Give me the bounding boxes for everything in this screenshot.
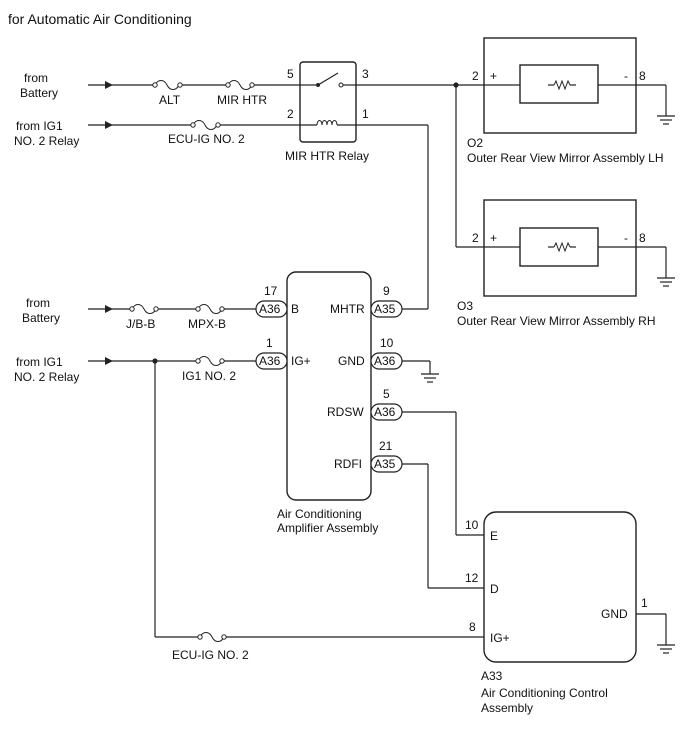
svg-text:from: from: [26, 296, 50, 310]
mirror-lh-pin-minus: 8: [639, 69, 646, 83]
ctrl-name-line1: Air Conditioning Control: [481, 686, 608, 700]
mirror-rh: + - 2 8 O3 Outer Rear View Mirror Assemb…: [457, 199, 656, 328]
amp-pin-rdsw: 5: [383, 387, 390, 401]
amp-conn-b: A36: [259, 302, 281, 316]
mirror-lh-pin-plus: 2: [472, 69, 479, 83]
fuse-jb-b-label: J/B-B: [126, 317, 155, 331]
svg-text:+: +: [490, 231, 497, 245]
svg-text:Battery: Battery: [20, 86, 58, 100]
wire-relay-coil-to-mhtr: [356, 124, 429, 310]
ctrl-pin-d: 12: [465, 571, 479, 585]
source-ig1-mid: from IG1 NO. 2 Relay: [14, 355, 79, 384]
fuse-alt: ALT: [152, 80, 183, 107]
amp-conn-ig: A36: [259, 354, 281, 368]
svg-text:from IG1: from IG1: [16, 355, 63, 369]
svg-text:-: -: [624, 69, 628, 83]
amp-label-b: B: [291, 302, 299, 316]
wire-rdsw-to-e: [402, 411, 484, 536]
mirror-rh-name: Outer Rear View Mirror Assembly RH: [457, 314, 656, 328]
wire-relay-to-mirrors: [356, 82, 484, 248]
fuse-ecu-ig-bottom: ECU-IG NO. 2: [172, 632, 249, 662]
source-ig1-top: from IG1 NO. 2 Relay: [14, 119, 79, 148]
svg-text:NO. 2 Relay: NO. 2 Relay: [14, 370, 79, 384]
ctrl-label-ig: IG+: [490, 631, 510, 645]
relay-pin-2: 2: [287, 107, 294, 121]
ctrl-label-e: E: [490, 529, 498, 543]
amp-label-rdfi: RDFI: [334, 457, 362, 471]
ctrl-code: A33: [481, 669, 503, 683]
ctrl-label-d: D: [490, 582, 499, 596]
source-battery-top: from Battery: [20, 71, 58, 100]
diagram-title: for Automatic Air Conditioning: [8, 11, 192, 27]
fuse-mir-htr: MIR HTR: [217, 80, 267, 107]
fuse-ig1-no2: IG1 NO. 2: [182, 356, 236, 383]
source-battery-mid: from Battery: [22, 296, 60, 325]
amp-name-line2: Amplifier Assembly: [277, 521, 378, 535]
fuse-ecu-ig-top: ECU-IG NO. 2: [168, 120, 245, 146]
amp-label-mhtr: MHTR: [330, 302, 365, 316]
mirror-rh-pin-plus: 2: [472, 231, 479, 245]
wire-battery-to-relay: [88, 81, 300, 89]
ctrl-pin-gnd: 1: [641, 596, 648, 610]
amp-conn-gnd: A36: [374, 354, 396, 368]
amp-conn-rdfi: A35: [374, 457, 396, 471]
wire-ig1-to-control-ig: [154, 361, 484, 638]
wire-ig1-to-relay: [88, 121, 300, 129]
fuse-jb-b: J/B-B: [126, 304, 159, 331]
amp-name-line1: Air Conditioning: [277, 507, 362, 521]
mir-htr-relay: 5 3 2 1 MIR HTR Relay: [285, 61, 369, 163]
ac-amplifier-assembly: 17 A36 B 1 A36 IG+ 9 A35 MHTR 10 A36 GND…: [255, 271, 403, 535]
fuse-alt-label: ALT: [159, 93, 181, 107]
amp-conn-mhtr: A35: [374, 302, 396, 316]
mirror-rh-code: O3: [457, 299, 473, 313]
svg-text:NO. 2 Relay: NO. 2 Relay: [14, 134, 79, 148]
mirror-lh-code: O2: [467, 136, 483, 150]
ground-mirror-rh: [636, 246, 675, 287]
wire-ig1-to-amp-ig: [88, 357, 256, 365]
ground-amp: [402, 360, 439, 383]
fuse-ig1-no2-label: IG1 NO. 2: [182, 369, 236, 383]
amp-pin-rdfi: 21: [379, 439, 393, 453]
fuse-mpx-b: MPX-B: [188, 304, 226, 331]
relay-label: MIR HTR Relay: [285, 149, 369, 163]
ground-mirror-lh: [636, 84, 675, 125]
mirror-lh-name: Outer Rear View Mirror Assembly LH: [467, 151, 664, 165]
fuse-mpx-b-label: MPX-B: [188, 317, 226, 331]
amp-pin-ig: 1: [266, 336, 273, 350]
mirror-lh: + - 2 8 O2 Outer Rear View Mirror Assemb…: [467, 37, 664, 165]
amp-conn-rdsw: A36: [374, 405, 396, 419]
amp-label-ig: IG+: [291, 354, 311, 368]
relay-pin-3: 3: [362, 67, 369, 81]
relay-pin-1: 1: [362, 107, 369, 121]
fuse-ecu-ig-bottom-label: ECU-IG NO. 2: [172, 648, 249, 662]
ctrl-label-gnd: GND: [601, 607, 628, 621]
relay-pin-5: 5: [287, 67, 294, 81]
ac-control-assembly: 10 E 12 D 8 IG+ 1 GND A33 Air Conditioni…: [465, 511, 648, 715]
wire-rdfi-to-d: [402, 463, 484, 589]
svg-text:+: +: [490, 69, 497, 83]
amp-label-gnd: GND: [338, 354, 365, 368]
svg-text:from: from: [24, 71, 48, 85]
svg-text:from IG1: from IG1: [16, 119, 63, 133]
ctrl-pin-e: 10: [465, 518, 479, 532]
amp-pin-gnd: 10: [380, 336, 394, 350]
mirror-rh-pin-minus: 8: [639, 231, 646, 245]
fuse-ecu-ig-top-label: ECU-IG NO. 2: [168, 132, 245, 146]
amp-pin-b: 17: [264, 284, 278, 298]
ctrl-name-line2: Assembly: [481, 701, 533, 715]
ctrl-pin-ig: 8: [469, 620, 476, 634]
ground-control: [636, 613, 675, 654]
svg-text:-: -: [624, 231, 628, 245]
wire-battery-to-amp-b: [88, 305, 256, 313]
amp-pin-mhtr: 9: [383, 284, 390, 298]
fuse-mir-htr-label: MIR HTR: [217, 93, 267, 107]
amp-label-rdsw: RDSW: [327, 405, 364, 419]
svg-text:Battery: Battery: [22, 311, 60, 325]
